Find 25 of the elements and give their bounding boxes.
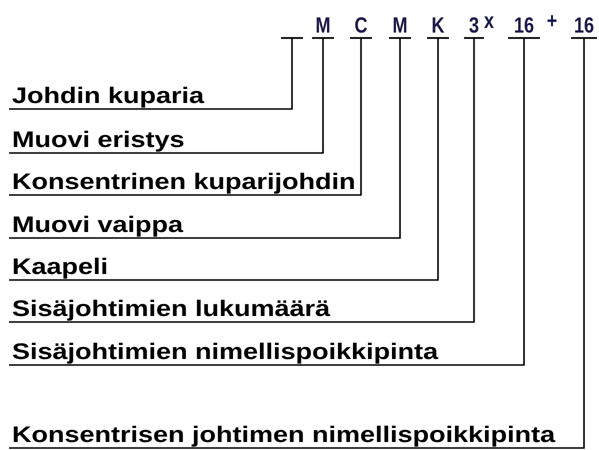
code-letter: K bbox=[427, 17, 449, 39]
description-text: Muovi vaippa bbox=[14, 216, 184, 237]
description-text: Kaapeli bbox=[14, 258, 106, 279]
description-text: Sisäjohtimien lukumäärä bbox=[12, 300, 330, 321]
leader-line bbox=[9, 38, 401, 239]
description-text: Konsentrisen johtimen nimellispoikkipinta bbox=[14, 426, 556, 447]
description-text: Muovi eristys bbox=[14, 130, 184, 152]
code-letter: M bbox=[389, 17, 411, 39]
leader-line bbox=[9, 38, 293, 110]
code-symbol: x bbox=[484, 16, 494, 28]
code-letter: C bbox=[350, 17, 372, 39]
leader-line bbox=[9, 38, 525, 366]
description-text: Sisäjohtimien nimellispoikkipinta bbox=[12, 342, 438, 364]
code-symbol: + bbox=[548, 15, 557, 26]
leader-line bbox=[9, 38, 324, 154]
code-letter: 16 bbox=[571, 17, 597, 39]
code-letter: 16 bbox=[508, 17, 540, 39]
description-text: Konsentrinen kuparijohdin bbox=[14, 172, 354, 194]
leader-line bbox=[9, 38, 585, 449]
leader-line bbox=[9, 38, 475, 323]
code-letter: M bbox=[312, 17, 334, 39]
leader-line bbox=[9, 38, 439, 281]
code-letter: 3 bbox=[464, 17, 484, 39]
description-text: Johdin kuparia bbox=[12, 86, 204, 108]
leader-line bbox=[9, 38, 362, 196]
